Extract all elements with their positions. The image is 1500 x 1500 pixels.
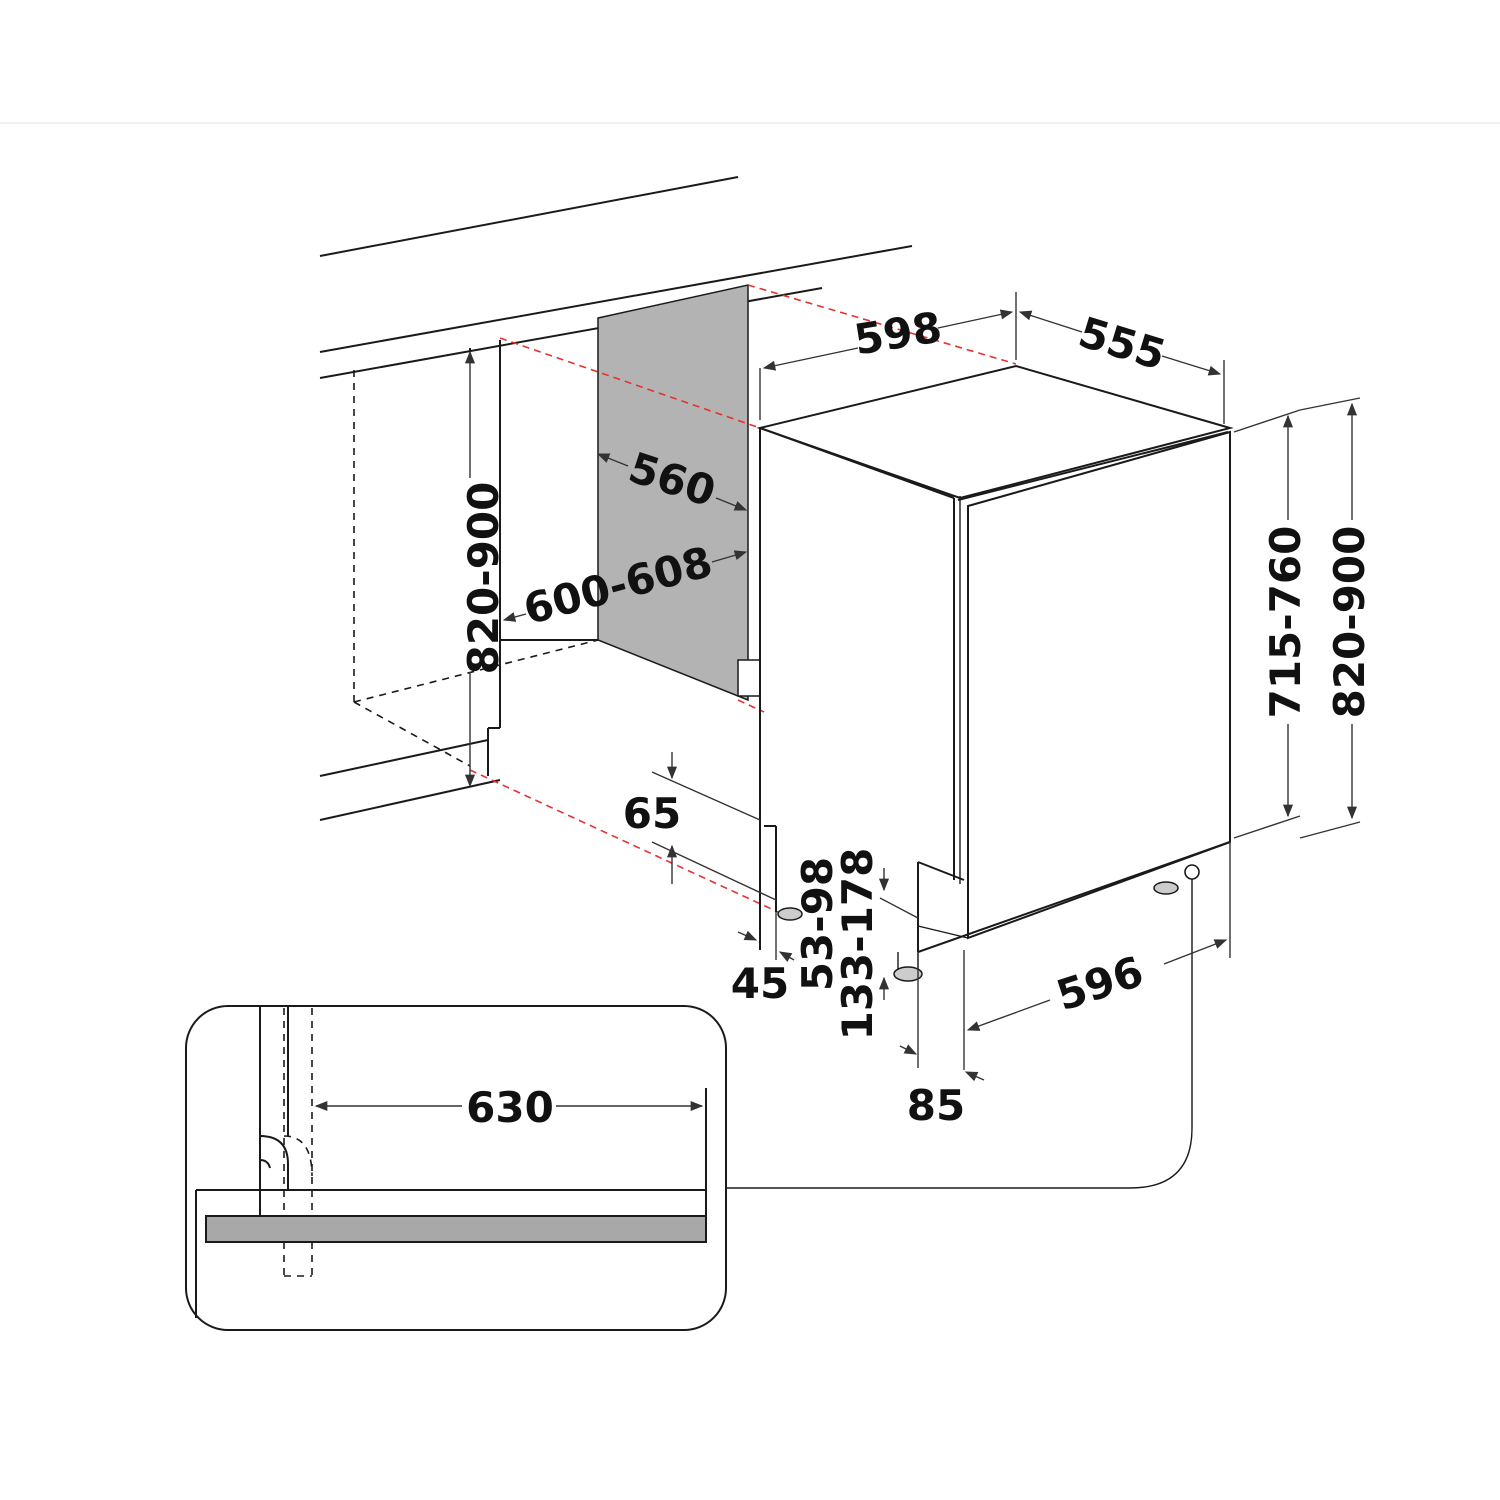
detail-inset xyxy=(185,1005,727,1331)
dim-top-depth xyxy=(1018,310,1225,424)
label-appliance-height: 715-760 xyxy=(1261,526,1310,719)
dim-foot-ranges xyxy=(878,868,919,1000)
dim-appliance-width xyxy=(963,842,1231,1070)
label-foot-range-rear: 133-178 xyxy=(833,848,882,1041)
rear-panel xyxy=(597,284,761,702)
page-top-rule xyxy=(0,122,1500,124)
dim-top-width xyxy=(759,292,1017,420)
dim-door-offset xyxy=(899,952,985,1082)
dim-toe-height xyxy=(651,752,777,901)
dim-niche-depth xyxy=(596,453,748,511)
dim-toe-offset xyxy=(737,912,795,963)
label-door-offset: 85 xyxy=(907,1081,965,1130)
label-appliance-width: 596 xyxy=(1051,947,1150,1021)
label-niche-height: 820-900 xyxy=(459,482,508,675)
cabinet-outline xyxy=(319,340,599,821)
hose-connector xyxy=(726,864,1200,1189)
label-foot-range-front: 53-98 xyxy=(793,857,842,991)
reference-dashed-lines xyxy=(469,284,1017,913)
label-toe-height: 65 xyxy=(623,789,681,838)
dim-appliance-height xyxy=(1233,409,1301,839)
label-total-height: 820-900 xyxy=(1325,526,1374,719)
label-top-width: 598 xyxy=(851,302,945,364)
label-top-depth: 555 xyxy=(1073,307,1171,379)
dim-niche-width xyxy=(502,550,748,622)
label-toe-offset: 45 xyxy=(731,959,789,1008)
dim-total-height xyxy=(1299,397,1361,839)
adjustable-feet xyxy=(777,881,1179,982)
label-detail-clearance: 630 xyxy=(466,1083,554,1132)
